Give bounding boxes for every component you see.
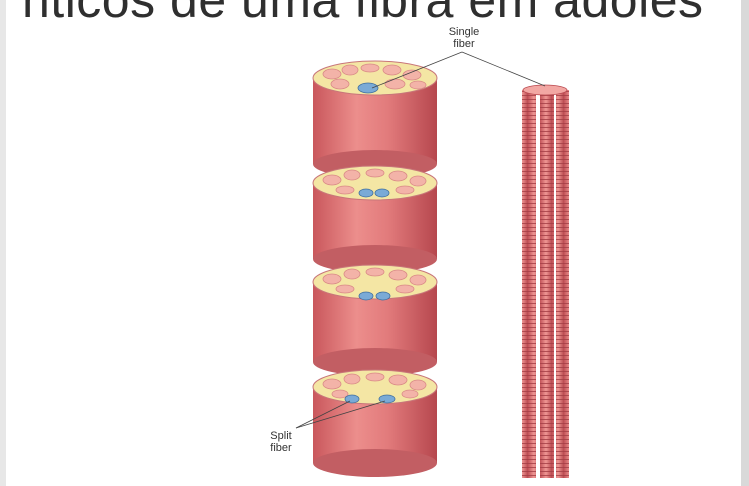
single-fiber-strands (522, 85, 569, 478)
split-fiber-label-line2: fiber (262, 442, 300, 454)
single-fiber-label-line1: Single (442, 26, 486, 38)
single-fiber-label: Single fiber (442, 26, 486, 50)
single-fiber-label-line2: fiber (442, 38, 486, 50)
split-fiber-label: Split fiber (262, 430, 300, 454)
split-fiber-label-line1: Split (262, 430, 300, 442)
